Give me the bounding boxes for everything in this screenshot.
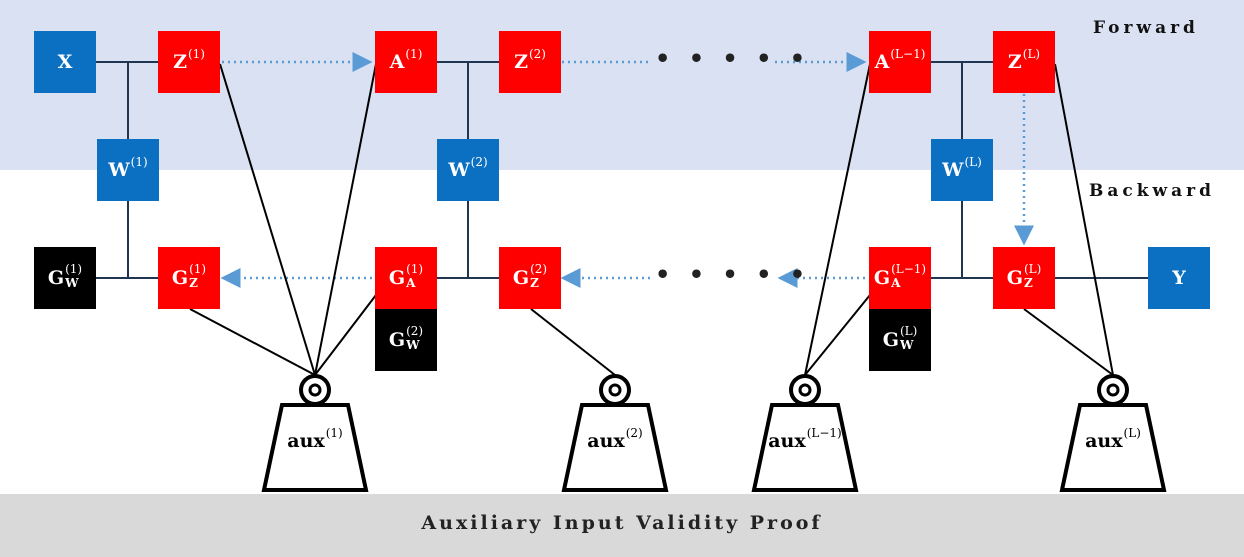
node-subscript: A — [406, 276, 416, 290]
node-superscript: (L) — [899, 324, 918, 338]
weight-icons — [261, 374, 1167, 492]
aux-label-text: aux — [587, 430, 625, 452]
proof-band — [0, 494, 1244, 557]
node-label: G — [388, 329, 406, 351]
z1-node: Z(1) — [158, 31, 220, 93]
aux-superscript: (1) — [325, 426, 343, 440]
w2-node: W(2) — [437, 139, 499, 201]
aux-superscript: (L) — [1123, 426, 1141, 440]
z2-node: Z(2) — [499, 31, 561, 93]
aux-l-minus-1-label: aux(L−1) — [745, 426, 865, 452]
node-superscript: (L−1) — [891, 262, 927, 276]
ga1-node: G(1)A — [375, 247, 437, 309]
aux-superscript: (L−1) — [806, 426, 842, 440]
node-label: G — [882, 329, 899, 351]
node-subscript: W — [65, 276, 79, 290]
node-superscript: (L) — [964, 155, 982, 169]
layerL-edges — [931, 61, 1148, 279]
gz-l-node: G(L)Z — [993, 247, 1055, 309]
aux1-label: aux(1) — [255, 426, 375, 452]
node-label: G — [388, 267, 406, 289]
node-superscript: (1) — [405, 47, 423, 61]
proof-heading: Auxiliary Input Validity Proof — [421, 512, 823, 534]
z-l-node: Z(L) — [993, 31, 1055, 93]
input-x-node: X — [34, 31, 96, 93]
gz2-node: G(2)Z — [499, 247, 561, 309]
node-superscript: (1) — [130, 155, 148, 169]
layer2-edges — [437, 61, 499, 279]
forward-heading: Forward — [1093, 18, 1199, 38]
aux-label-text: aux — [768, 430, 806, 452]
node-superscript: (1) — [406, 262, 424, 276]
node-superscript: (1) — [189, 262, 207, 276]
aux-label-text: aux — [287, 430, 325, 452]
gw-l-node: G(L)W — [869, 309, 931, 371]
target-y-node: Y — [1148, 247, 1210, 309]
node-subscript: A — [891, 276, 901, 290]
node-superscript: (L) — [1023, 262, 1042, 276]
dataflow-arrows — [220, 52, 1034, 288]
node-superscript: (2) — [530, 262, 548, 276]
node-superscript: (L−1) — [890, 47, 926, 61]
node-superscript: (2) — [528, 47, 546, 61]
node-subscript: W — [406, 338, 420, 352]
node-superscript: (2) — [406, 324, 424, 338]
node-label: Z — [1007, 51, 1022, 73]
gz1-node: G(1)Z — [158, 247, 220, 309]
node-label: G — [873, 267, 891, 289]
node-superscript: (1) — [65, 262, 83, 276]
layer1-edges — [96, 61, 158, 279]
node-superscript: (1) — [187, 47, 205, 61]
node-subscript: Z — [530, 276, 539, 290]
node-label: Z — [173, 51, 187, 73]
node-label: G — [1006, 267, 1023, 289]
aux-links — [189, 63, 1114, 376]
aux-label-text: aux — [1085, 430, 1123, 452]
forward-ellipsis: • • • • • — [655, 44, 811, 73]
aux-superscript: (2) — [625, 426, 643, 440]
node-label: W — [448, 159, 470, 181]
node-label: Y — [1172, 267, 1186, 289]
node-subscript: Z — [1023, 276, 1033, 290]
aux-l-label: aux(L) — [1053, 426, 1173, 452]
weight-icon — [751, 374, 859, 492]
w-l-node: W(L) — [931, 139, 993, 201]
a1-node: A(1) — [375, 31, 437, 93]
backward-heading: Backward — [1089, 181, 1216, 201]
aux2-label: aux(2) — [555, 426, 675, 452]
node-subscript: W — [899, 338, 914, 352]
node-label: A — [389, 51, 405, 73]
node-label: G — [47, 267, 65, 289]
node-label: G — [512, 267, 530, 289]
node-superscript: (2) — [470, 155, 488, 169]
a-l-minus-1-node: A(L−1) — [869, 31, 931, 93]
weight-icon — [561, 374, 669, 492]
node-label: W — [942, 159, 964, 181]
backward-ellipsis: • • • • • — [655, 260, 811, 289]
node-superscript: (L) — [1022, 47, 1041, 61]
node-label: X — [57, 51, 73, 73]
node-subscript: Z — [189, 276, 198, 290]
node-label: G — [171, 267, 189, 289]
node-label: W — [108, 159, 130, 181]
w1-node: W(1) — [97, 139, 159, 201]
node-label: Z — [514, 51, 528, 73]
ga-l-minus-1-node: G(L−1)A — [869, 247, 931, 309]
gw2-node: G(2)W — [375, 309, 437, 371]
weight-icon — [261, 374, 369, 492]
gw1-node: G(1)W — [34, 247, 96, 309]
weight-icon — [1059, 374, 1167, 492]
node-label: A — [874, 51, 890, 73]
